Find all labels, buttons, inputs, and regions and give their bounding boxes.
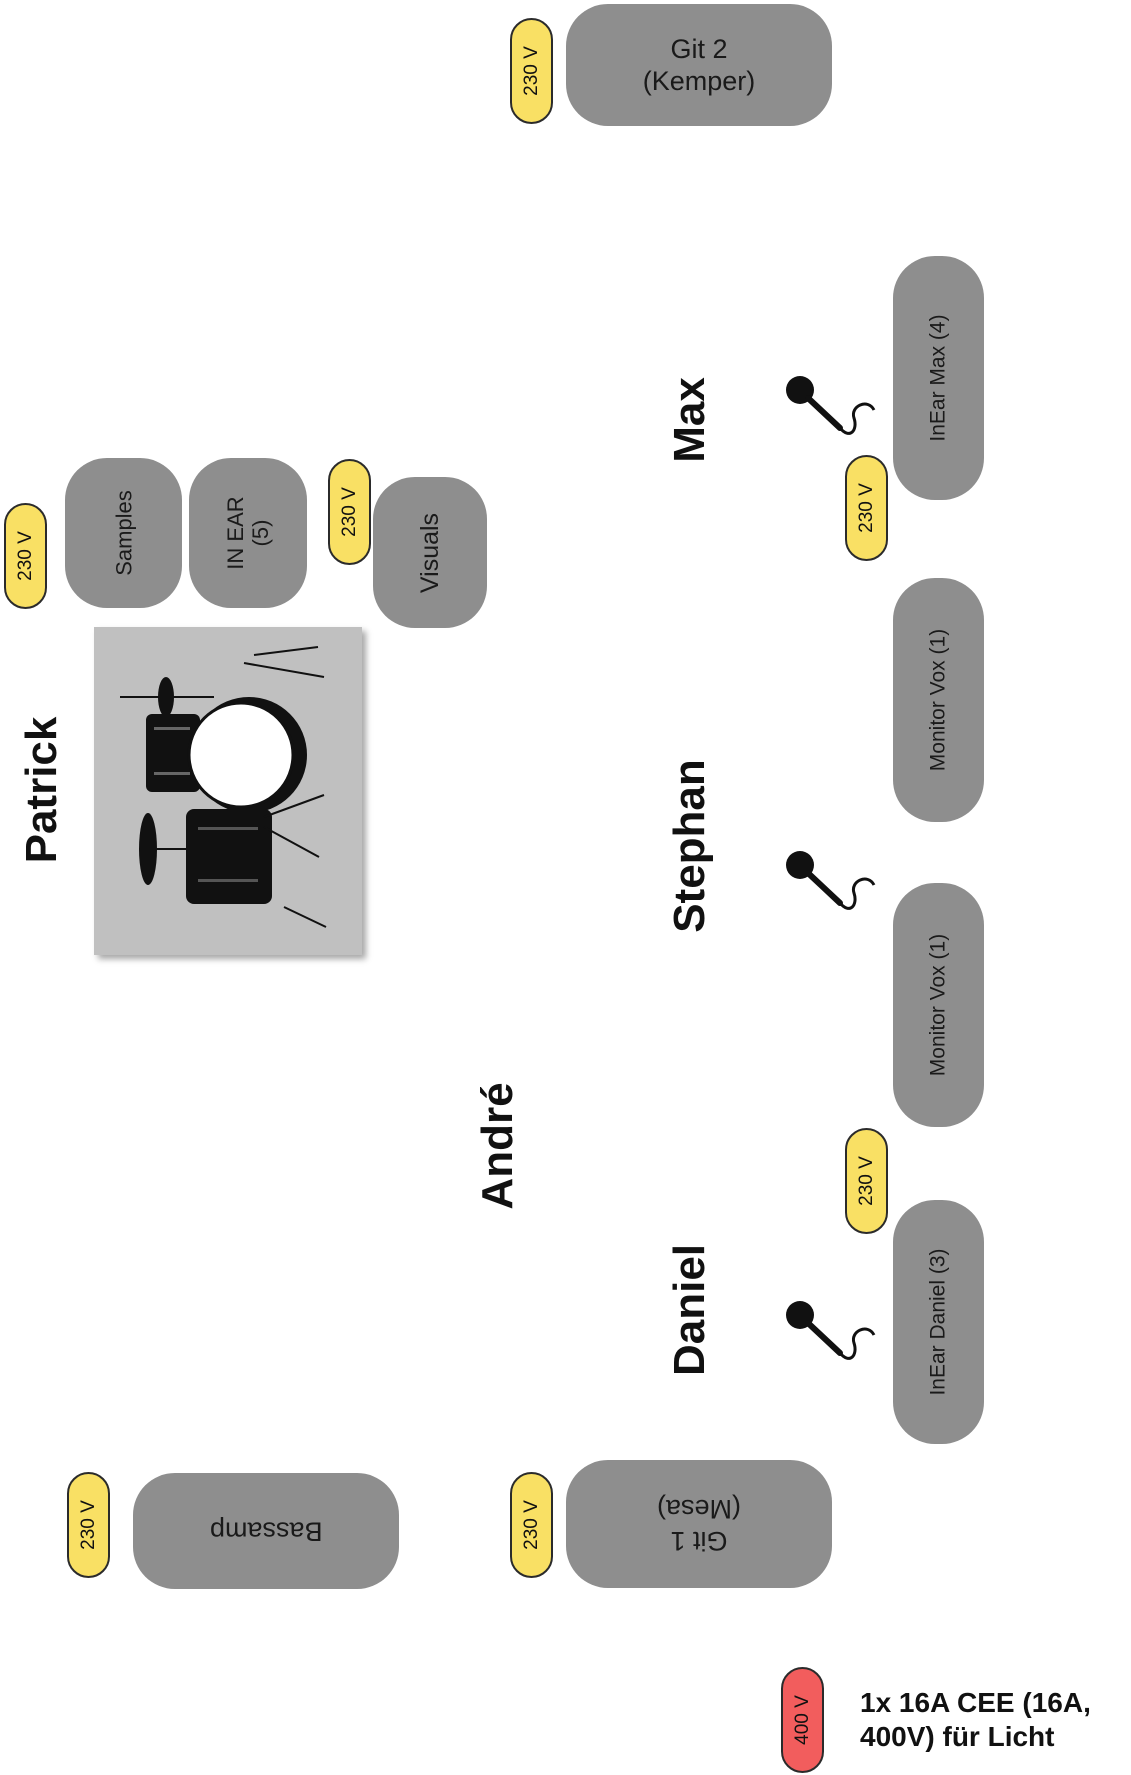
git1-amp: Git 1 (Mesa)	[566, 1460, 832, 1588]
power-label: 230 V	[520, 1500, 542, 1550]
microphone-icon	[786, 1301, 876, 1360]
microphone-icon	[786, 376, 876, 435]
power-label: 230 V	[77, 1500, 99, 1550]
power-230v-monitor: 230 V	[845, 1128, 888, 1234]
monitor-vox-upper-box: Monitor Vox (1)	[893, 578, 984, 822]
bassamp: Bassamp	[133, 1473, 399, 1589]
power-230v-git1: 230 V	[510, 1472, 553, 1578]
power-230v-visuals: 230 V	[328, 459, 371, 565]
git1-label: Git 1 (Mesa)	[656, 1493, 741, 1556]
inear-max-label: InEar Max (4)	[926, 314, 950, 442]
inear-daniel-box: InEar Daniel (3)	[893, 1200, 984, 1444]
name-stephan: Stephan	[665, 759, 714, 933]
monitor-vox-lower-box: Monitor Vox (1)	[893, 883, 984, 1127]
monitor-vox-lower-label: Monitor Vox (1)	[926, 933, 950, 1077]
name-daniel: Daniel	[665, 1243, 714, 1377]
power-label: 230 V	[14, 531, 36, 581]
bassamp-label: Bassamp	[209, 1516, 323, 1547]
git2-amp: Git 2 (Kemper)	[566, 4, 832, 126]
samples-label: Samples	[110, 490, 136, 576]
light-power-note: 1x 16A CEE (16A, 400V) für Licht	[860, 1687, 1091, 1752]
monitor-vox-upper-label: Monitor Vox (1)	[926, 628, 950, 772]
power-label: 230 V	[855, 483, 877, 533]
name-andre: André	[473, 1082, 522, 1210]
drum-kit	[94, 627, 362, 955]
visuals-box: Visuals	[373, 477, 487, 628]
name-max: Max	[665, 377, 714, 463]
microphone-icon	[786, 851, 876, 910]
power-400v-light: 400 V	[781, 1667, 824, 1773]
power-label: 230 V	[338, 487, 360, 537]
in-ear-5-box: IN EAR (5)	[189, 458, 307, 608]
name-patrick: Patrick	[17, 716, 66, 864]
power-label: 230 V	[855, 1156, 877, 1206]
git2-label: Git 2 (Kemper)	[642, 33, 756, 96]
power-230v-samples: 230 V	[4, 503, 47, 609]
in-ear-5-label: IN EAR (5)	[222, 496, 273, 570]
inear-max-box: InEar Max (4)	[893, 256, 984, 500]
drum-kit-icon	[120, 646, 327, 928]
power-230v-max: 230 V	[845, 455, 888, 561]
power-label: 230 V	[520, 46, 542, 96]
power-230v-git2: 230 V	[510, 18, 553, 124]
visuals-label: Visuals	[415, 512, 444, 593]
samples-box: Samples	[65, 458, 182, 608]
inear-daniel-label: InEar Daniel (3)	[926, 1248, 950, 1396]
power-230v-bass: 230 V	[67, 1472, 110, 1578]
power-label: 400 V	[791, 1695, 813, 1745]
